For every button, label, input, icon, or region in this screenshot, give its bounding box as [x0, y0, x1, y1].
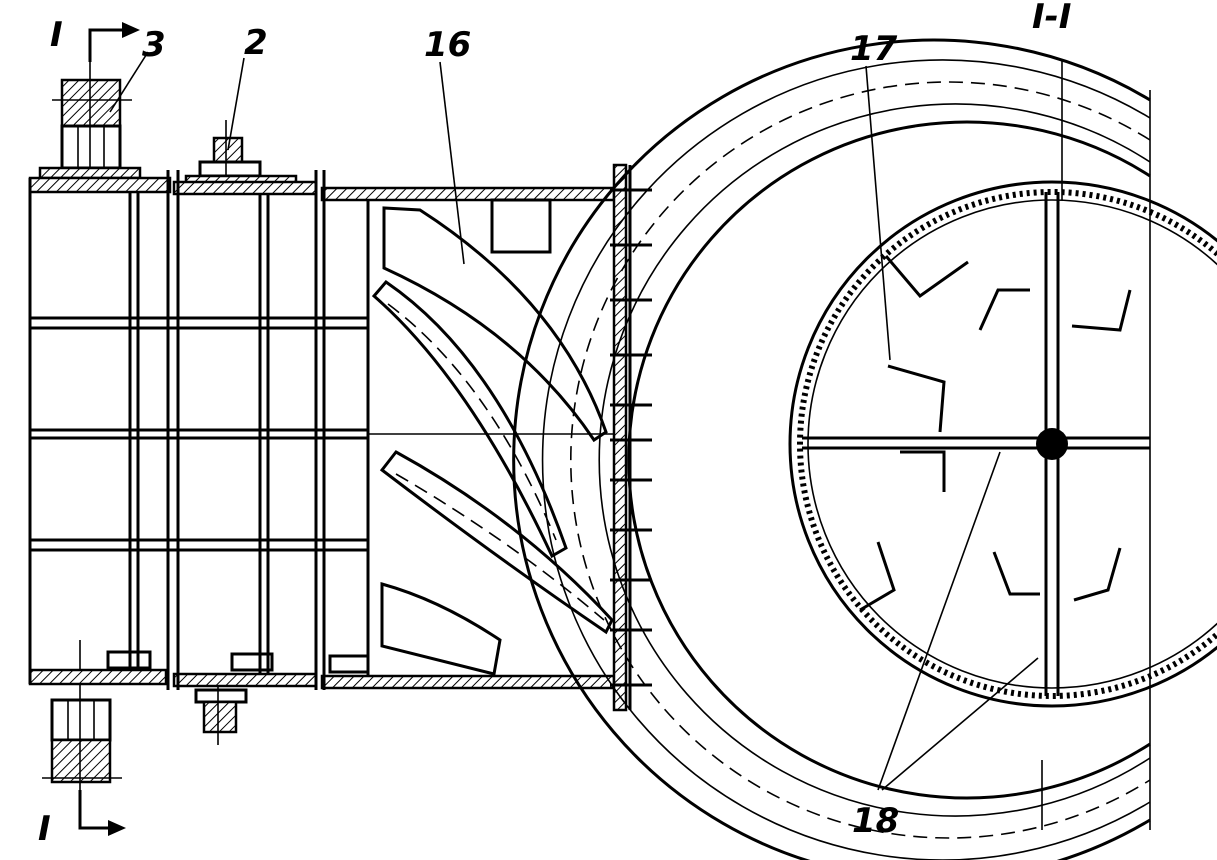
top-bearing-3	[38, 60, 142, 180]
shell-walls	[28, 176, 616, 690]
flange	[612, 163, 632, 712]
guide-vanes-16	[371, 198, 614, 676]
top-mount-2	[184, 120, 298, 190]
section-arrow-bottom	[78, 790, 126, 836]
part-2-label: 2	[244, 23, 268, 63]
part-16-label: 16	[424, 25, 471, 65]
part-17-label: 17	[850, 29, 898, 69]
cross-section	[512, 38, 1217, 860]
bottom-bearing	[42, 640, 122, 800]
bottom-mount	[194, 680, 248, 745]
part-3-label: 3	[142, 25, 166, 65]
leader-lines	[109, 51, 1039, 791]
part-18-label: 18	[852, 801, 899, 841]
side-view	[28, 22, 652, 836]
section-title-label: I-I	[1032, 0, 1071, 37]
section-mark-top-label: I	[50, 15, 63, 55]
horizontal-bands	[30, 316, 614, 552]
section-mark-bottom-label: I	[38, 809, 51, 849]
section-arrow-top	[88, 22, 140, 62]
bolt-plates	[106, 650, 370, 674]
